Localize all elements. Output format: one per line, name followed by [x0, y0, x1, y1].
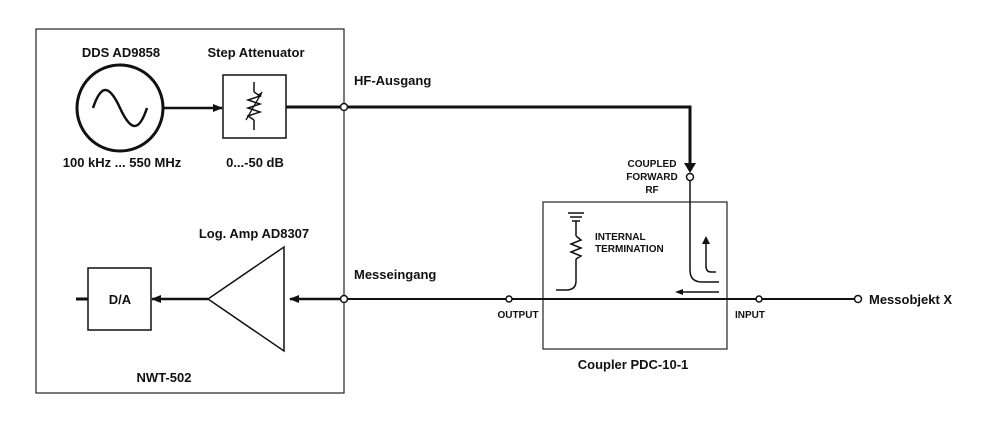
- hf-output-label: HF-Ausgang: [354, 73, 431, 88]
- coupler-box: [542, 201, 728, 350]
- coupled-label-2: FORWARD: [626, 172, 677, 183]
- coupled-label-1: COUPLED: [628, 159, 677, 170]
- coupled-line-inside: [689, 181, 719, 283]
- log-amp-triangle: [206, 245, 285, 353]
- hf-to-coupler-line: [348, 105, 692, 163]
- input-port-label: INPUT: [735, 310, 765, 321]
- dds-title: DDS AD9858: [82, 45, 160, 60]
- attenuator-range: 0...-50 dB: [226, 155, 284, 170]
- attenuator-block: [222, 74, 287, 139]
- dds-range: 100 kHz ... 550 MHz: [63, 155, 182, 170]
- dut-label: Messobjekt X: [869, 292, 952, 307]
- meas-input-port: [339, 294, 349, 304]
- coupler-name: Coupler PDC-10-1: [578, 357, 689, 372]
- coupled-port-arrow: [684, 163, 696, 173]
- device-name: NWT-502: [137, 370, 192, 385]
- dut-port: [853, 294, 863, 304]
- input-port: [755, 295, 763, 303]
- coupled-label-3: RF: [645, 185, 658, 196]
- internal-label-2: TERMINATION: [595, 244, 664, 255]
- meas-input-label: Messeingang: [354, 267, 436, 282]
- attenuator-title: Step Attenuator: [207, 45, 304, 60]
- internal-label-1: INTERNAL: [595, 232, 646, 243]
- coupled-port: [685, 172, 695, 182]
- hf-output-port: [339, 102, 349, 112]
- da-label: D/A: [109, 292, 132, 307]
- forward-sense-arrow: [705, 240, 716, 273]
- dds-oscillator: [75, 63, 165, 153]
- nwt-enclosure: [35, 28, 345, 394]
- output-port-label: OUTPUT: [497, 310, 538, 321]
- internal-termination: [556, 212, 584, 291]
- output-port: [505, 295, 513, 303]
- log-amp-label: Log. Amp AD8307: [199, 226, 309, 241]
